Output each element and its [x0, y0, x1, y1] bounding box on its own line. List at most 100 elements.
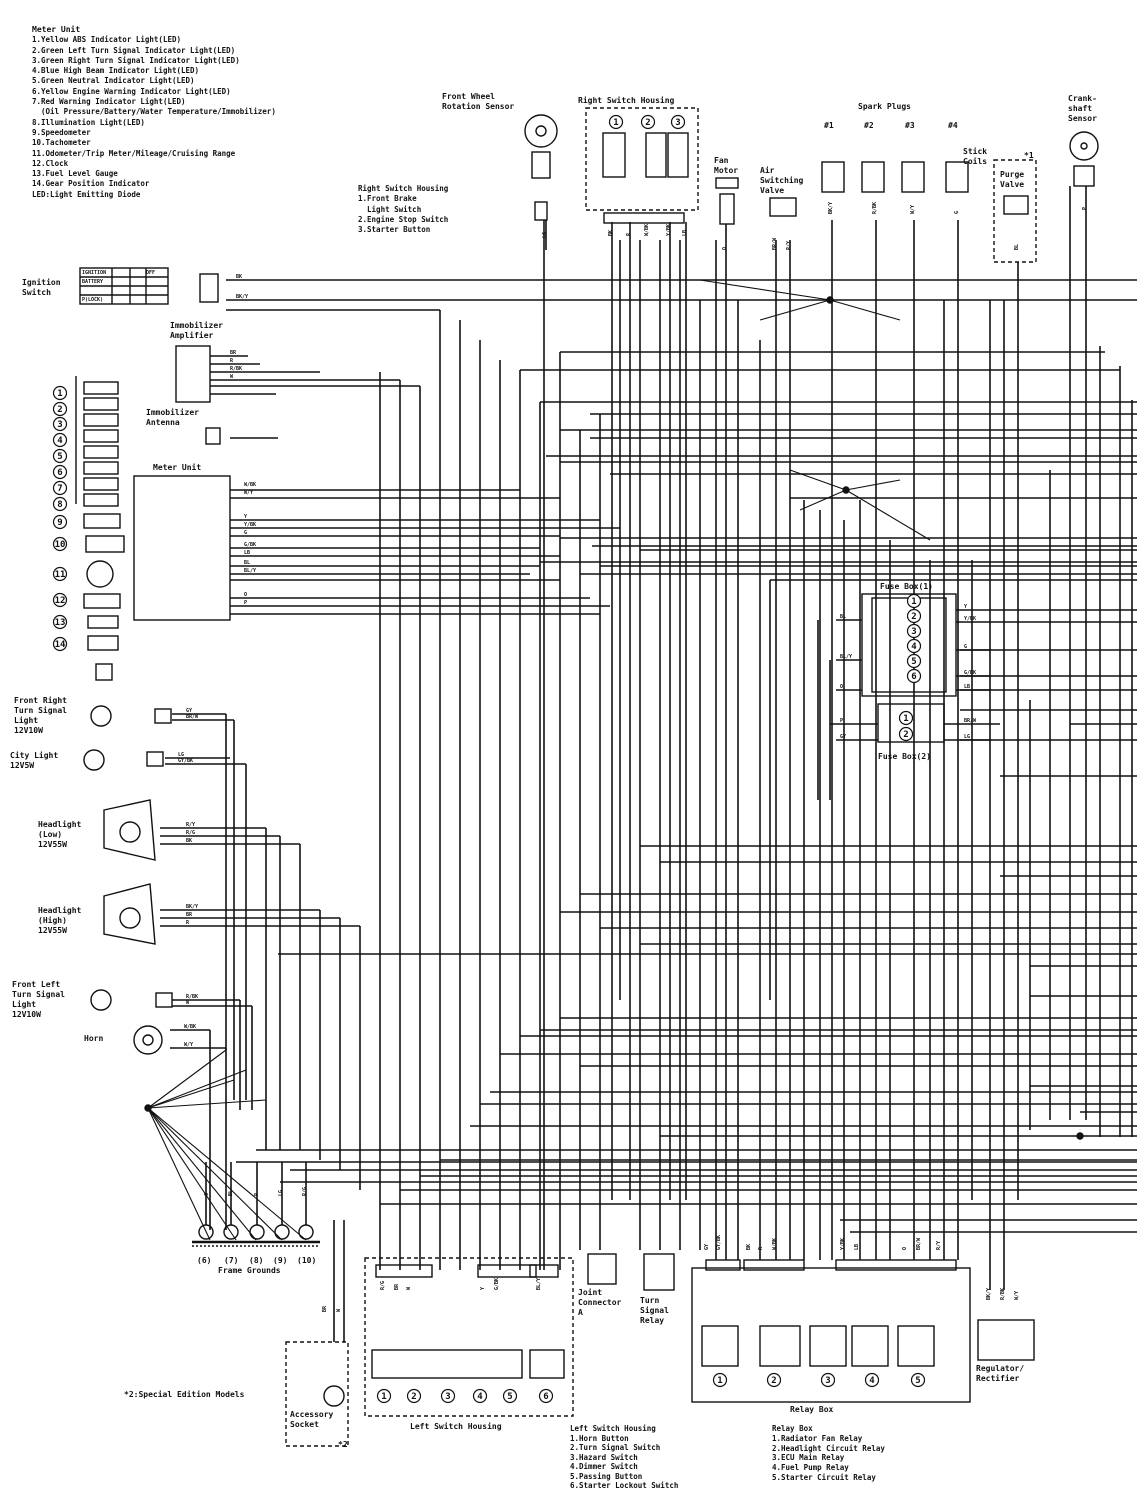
frame-ground-number: (10) — [297, 1256, 317, 1265]
wire-color-code: R/Y — [186, 822, 195, 828]
fuse-2-callout-number: 1 — [903, 714, 908, 724]
wire — [147, 1107, 237, 1241]
ign-position: BATTERY — [82, 279, 104, 285]
frame-ground-number: (6) — [197, 1256, 212, 1265]
immobilizer-amplifier-box — [175, 345, 211, 403]
purge-valve-label: Purge Valve — [1000, 170, 1025, 189]
wire — [147, 1079, 235, 1109]
wire-color-code: G/BK — [964, 670, 976, 676]
meter-callout-number: 6 — [57, 468, 62, 478]
wire-color-code: BL — [228, 1190, 234, 1196]
wire-color-code: G/BK — [244, 542, 256, 548]
wire-color-code: O — [902, 1247, 908, 1250]
meter-callout-number-circle — [52, 416, 68, 432]
meter-callout-number-circle — [52, 496, 68, 512]
splice-dot — [144, 1104, 152, 1112]
meter-callout-number: 2 — [57, 405, 62, 415]
wire-color-code: P — [244, 600, 247, 606]
fuse-1-callout-number: 4 — [911, 642, 917, 652]
meter-legend-item: 5.Green Neutral Indicator Light(LED) — [32, 76, 195, 86]
spark-plug-number: #4 — [948, 121, 958, 130]
wire-color-code: Y — [244, 514, 247, 520]
frame-ground-stud — [223, 1224, 239, 1240]
wire-color-code: GY — [186, 708, 192, 714]
left-switch-legend-item: 1.Horn Button — [570, 1433, 629, 1443]
right-switch-legend-item: 3.Starter Button — [358, 225, 431, 235]
immobilizer-antenna-label: Immobilizer Antenna — [146, 408, 199, 427]
wire-color-code: BL — [840, 614, 846, 620]
relay-callout-number: 5 — [915, 1376, 920, 1386]
wire-color-code: BR/W — [186, 714, 199, 720]
turn-signal-relay-label: Turn Signal Relay — [640, 1296, 669, 1325]
wire-color-code: W/Y — [244, 490, 253, 496]
front-right-turn-lamp — [90, 705, 112, 727]
fuse-box-1-label: Fuse Box(1) — [880, 582, 933, 591]
spark-plugs-label: Spark Plugs — [858, 102, 911, 111]
air-switching-valve-symbol — [769, 197, 797, 217]
meter-callout-number-circle — [52, 464, 68, 480]
left-switch-callout-number: 5 — [507, 1392, 512, 1402]
fuse-1-callout-number: 3 — [911, 627, 916, 637]
wire-color-code: R/Y — [936, 1241, 942, 1250]
meter-unit-box — [133, 475, 231, 621]
meter-callout-number-circle — [52, 536, 68, 552]
wire-color-code: BK — [608, 230, 614, 236]
fuse-1-callout-number: 5 — [911, 657, 916, 667]
city-light-lamp — [83, 749, 105, 771]
splice-dot — [1076, 1132, 1084, 1140]
left-switch-legend-title: Left Switch Housing — [570, 1424, 656, 1433]
component-symbols — [75, 107, 1099, 1447]
right-switch-housing-box — [585, 107, 699, 211]
frame-ground-number: (8) — [249, 1256, 264, 1265]
meter-callout-number-circle — [52, 592, 68, 608]
relay-box-legend: Relay Box 1.Radiator Fan Relay 2.Headlig… — [772, 1424, 962, 1483]
wire-color-code: BR — [322, 1305, 328, 1312]
meter-callout-number-circle — [52, 636, 68, 652]
city-light-label: City Light 12V5W — [10, 751, 59, 770]
meter-legend-item: 3.Green Right Turn Signal Indicator Ligh… — [32, 55, 240, 65]
wire-color-code: BL — [244, 560, 250, 566]
fuse-1-callout-number: 2 — [911, 612, 916, 622]
wire-color-code: BR — [394, 1283, 400, 1290]
meter-legend-item: 1.Yellow ABS Indicator Light(LED) — [32, 35, 182, 45]
fan-motor-label: Fan Motor — [714, 156, 739, 175]
meter-callout-number: 8 — [57, 500, 62, 510]
meter-unit-label: Meter Unit — [153, 463, 202, 472]
wire-color-code: O — [244, 592, 247, 598]
meter-callout-number: 11 — [55, 570, 66, 580]
relay-box-label: Relay Box — [790, 1405, 834, 1414]
left-switch-callout-number-circle — [406, 1388, 422, 1404]
front-left-turn-lamp — [90, 989, 112, 1011]
wire-color-code: W/Y — [910, 205, 916, 214]
left-switch-legend-item: 2.Turn Signal Switch — [570, 1443, 661, 1452]
front-wheel-sensor-label: Front Wheel Rotation Sensor — [442, 92, 515, 111]
left-switch-legend-item: 3.Hazard Switch — [570, 1452, 638, 1462]
wire-color-code: LG — [542, 232, 548, 238]
wire — [845, 479, 901, 491]
wire — [147, 1107, 257, 1241]
meter-legend-item: LED:Light Emitting Diode — [32, 189, 141, 199]
wire-color-code: BK/Y — [186, 904, 198, 910]
meter-callout-number-circle — [52, 566, 68, 582]
left-switch-callout-number-circle — [440, 1388, 456, 1404]
wire-color-code: O — [840, 684, 843, 690]
fuse-1-callout-number-circle — [906, 623, 922, 639]
meter-legend-item: 6.Yellow Engine Warning Indicator Light(… — [32, 86, 231, 96]
stick-coils-label: Stick Coils — [963, 147, 988, 166]
meter-callout-number-circle — [52, 432, 68, 448]
wire-color-code: LB — [244, 550, 250, 556]
wire — [147, 1099, 267, 1109]
wire-color-code: R/BK — [230, 366, 242, 372]
wire-color-code: LB — [682, 230, 688, 236]
right-switch-callout-number: 2 — [645, 118, 650, 128]
meter-legend-item: 9.Speedometer — [32, 127, 91, 137]
wire-color-code: W/BK — [244, 482, 256, 488]
relay-box-body — [691, 1267, 971, 1403]
meter-callout-number: 13 — [55, 618, 66, 628]
meter-callout-number: 5 — [57, 452, 62, 462]
headlight-high-reflector — [103, 883, 156, 945]
wire-color-code: G — [954, 211, 960, 214]
left-switch-callout-number: 1 — [381, 1392, 386, 1402]
meter-callout-number: 12 — [55, 596, 66, 606]
